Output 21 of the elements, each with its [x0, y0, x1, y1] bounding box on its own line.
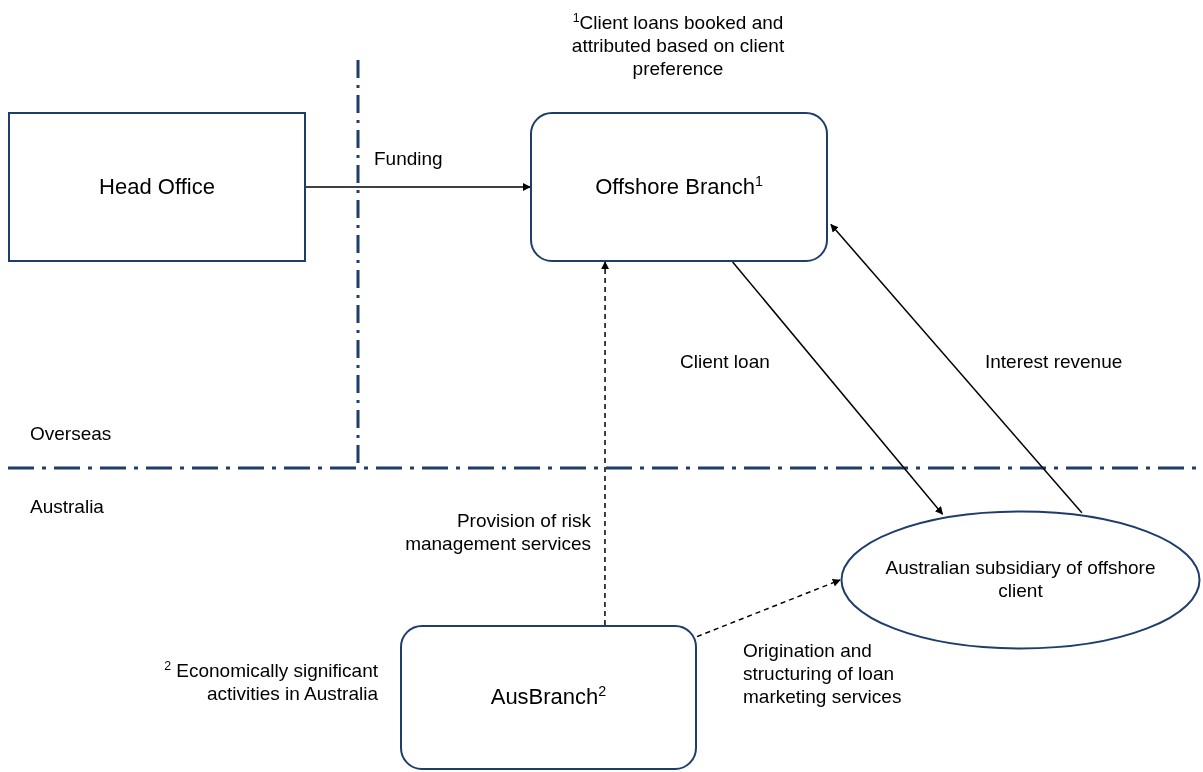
- footnote-text: $^{2}$ Economically significant activities in Australia: [163, 660, 378, 706]
- arrow: [601, 261, 610, 626]
- edge-label: Interest revenue: [985, 351, 1124, 374]
- footnote-text: $^{1}$Client loans booked and attributed based on client preference: [570, 12, 786, 81]
- edge-label: Client loan: [680, 351, 771, 374]
- arrow: [830, 223, 1083, 514]
- arrow: [696, 578, 841, 638]
- node-label: Head Office: [99, 173, 215, 201]
- node-label: Australian subsidiary of offshore client: [884, 557, 1157, 603]
- node-label: Offshore Branch$^{1}$: [595, 173, 763, 201]
- process-box: [8, 112, 306, 262]
- rounded-box: [400, 625, 697, 770]
- edge-label: Provision of risk management services: [404, 510, 591, 556]
- edge-label: Origination and structuring of loan marketing services: [743, 640, 903, 709]
- region-label: Overseas: [30, 423, 112, 446]
- rounded-box: [530, 112, 828, 262]
- arrow: [305, 183, 531, 191]
- arrow: [731, 261, 944, 515]
- region-label: Australia: [30, 496, 104, 519]
- edge-label: Funding: [374, 148, 444, 171]
- node-label: AusBranch$^{2}$: [490, 684, 607, 711]
